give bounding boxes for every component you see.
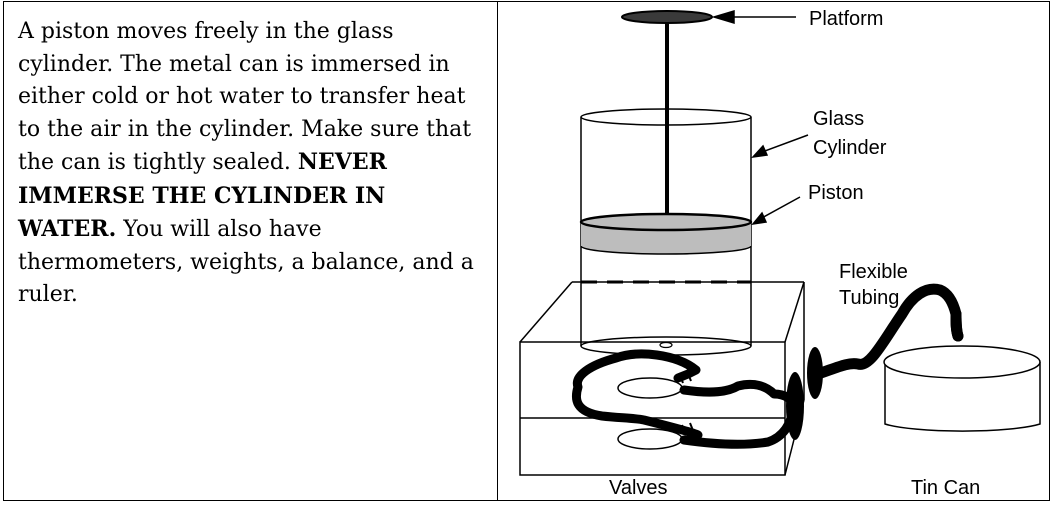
description-part2: You will also have thermometers, weights… <box>18 217 474 307</box>
tin-can <box>883 345 1041 432</box>
piston-pointer <box>759 196 801 220</box>
piston <box>579 212 753 255</box>
platform-label: Platform <box>809 8 883 30</box>
valves <box>617 377 683 450</box>
flexible-tubing-label-line2: Tubing <box>839 287 899 309</box>
tin-can-label: Tin Can <box>911 477 980 499</box>
glass-cylinder-arrowhead <box>751 144 769 159</box>
platform-disc <box>621 10 713 24</box>
platform-arrowhead <box>711 9 735 25</box>
description-part1: A piston moves freely in the glass cylin… <box>18 19 472 175</box>
valves-label: Valves <box>609 477 668 499</box>
box-side-connector <box>786 372 804 440</box>
description-text: A piston moves freely in the glass cylin… <box>4 2 498 500</box>
warning-text: NEVER IMMERSE THE CYLINDER IN WATER. <box>18 149 387 242</box>
glass-cylinder-label-line2: Cylinder <box>813 137 887 159</box>
piston-label: Piston <box>808 182 864 204</box>
apparatus-diagram: Platform Glass Cylinder Piston Flexible … <box>519 8 1041 499</box>
valve-handles <box>678 370 695 436</box>
tube-end <box>950 308 964 342</box>
piston-arrowhead <box>751 211 768 226</box>
glass-cylinder-label-line1: Glass <box>813 108 864 130</box>
apparatus-diagram-cell: Platform Glass Cylinder Piston Flexible … <box>498 2 1049 500</box>
figure-table: A piston moves freely in the glass cylin… <box>3 1 1050 501</box>
glass-cylinder-pointer <box>761 134 809 153</box>
flexible-tubing-label-line1: Flexible <box>839 261 908 283</box>
cylinder-outlet <box>659 341 673 349</box>
label-pointers <box>711 9 809 226</box>
